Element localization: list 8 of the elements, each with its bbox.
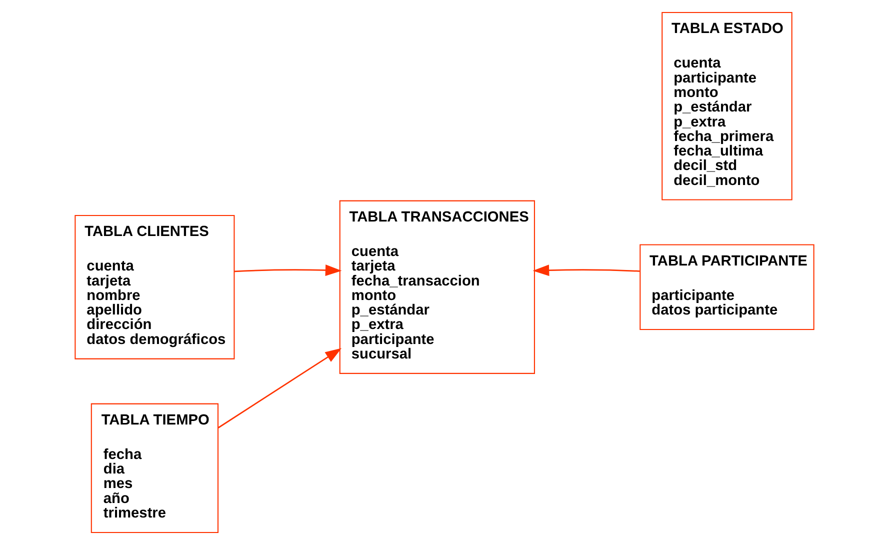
node-box: TABLA CLIENTES cuenta tarjeta nombre apellido dirección datos demográficos [74, 214, 234, 360]
node-box: TABLA TIEMPO fecha dia mes año trimestre [90, 403, 218, 533]
arrow [532, 264, 640, 276]
node-box: TABLA ESTADO cuenta participante monto p_estándar p_extra fecha_primera fecha_ultima decil_std decil_monto [661, 12, 792, 200]
node-box: TABLA TRANSACCIONES cuenta tarjeta fecha_transaccion monto p_estándar p_extra participante sucursal [338, 200, 534, 374]
arrow [217, 348, 342, 428]
node-box: TABLA PARTICIPANTE participante datos participante [639, 244, 814, 330]
arrow [234, 264, 342, 276]
